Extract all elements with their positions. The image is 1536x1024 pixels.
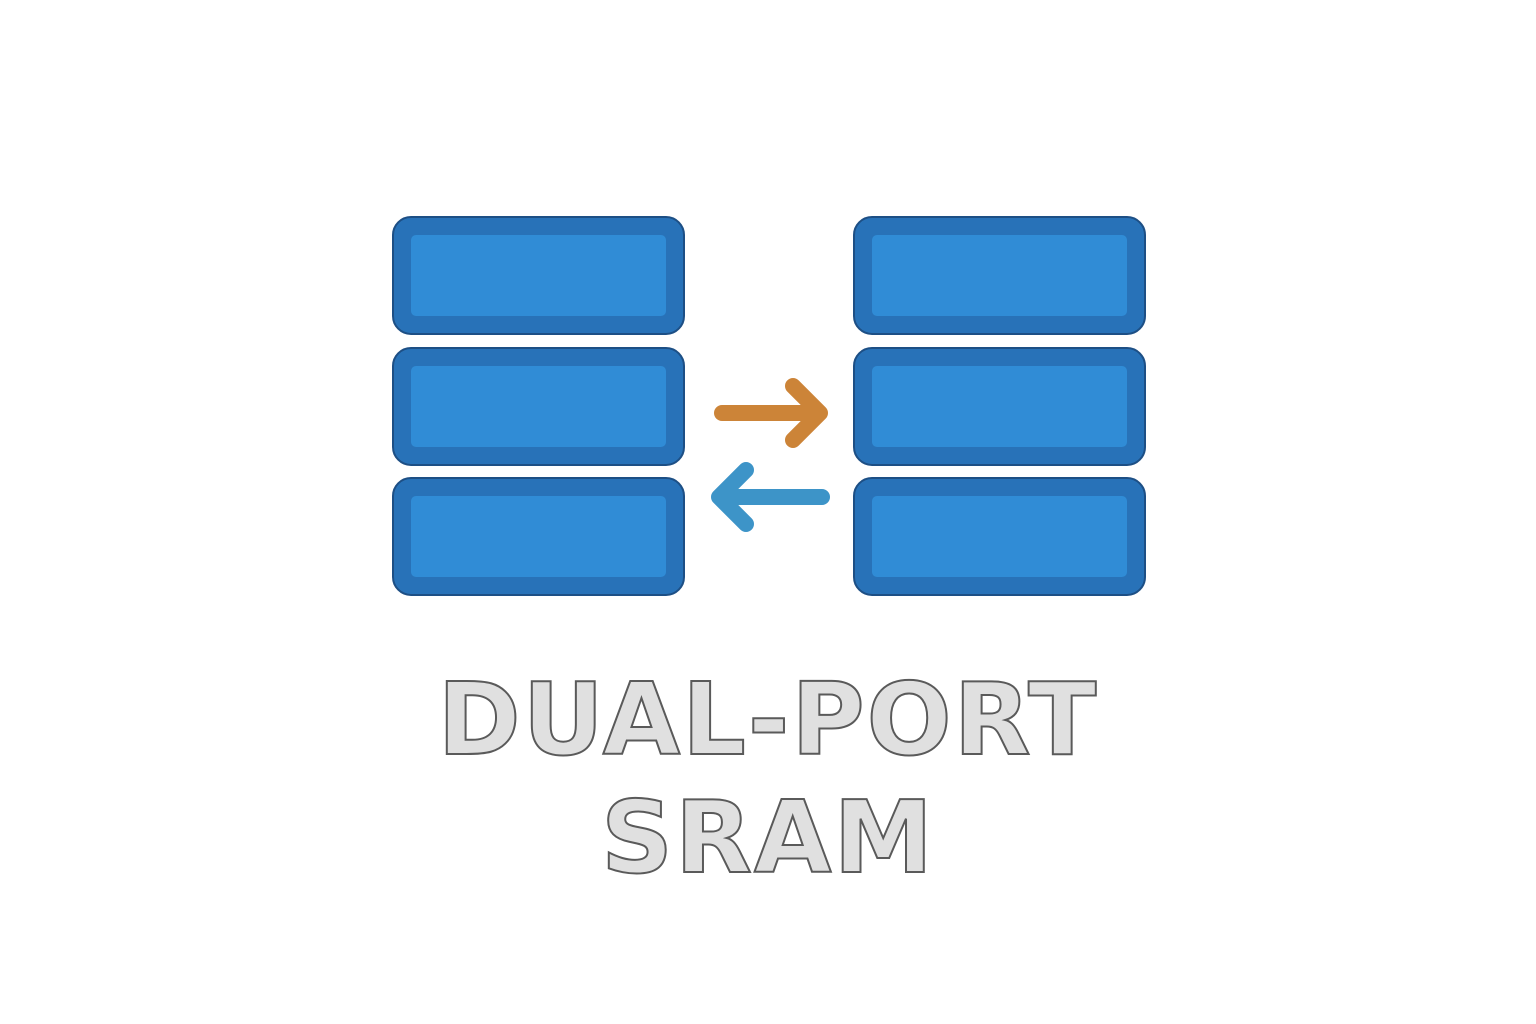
title-line-2: SRAM: [600, 778, 935, 897]
right-memory-block-2: [853, 347, 1146, 466]
right-memory-block-3: [853, 477, 1146, 596]
left-memory-block-1: [392, 216, 685, 335]
arrow-right-icon: [714, 378, 828, 448]
right-memory-bank: [853, 216, 1146, 596]
title-line-1: DUAL-PORT: [437, 660, 1099, 779]
right-memory-block-1: [853, 216, 1146, 335]
arrow-left-icon: [711, 462, 830, 532]
left-memory-block-2: [392, 347, 685, 466]
left-memory-block-3: [392, 477, 685, 596]
left-memory-bank: [392, 216, 685, 596]
